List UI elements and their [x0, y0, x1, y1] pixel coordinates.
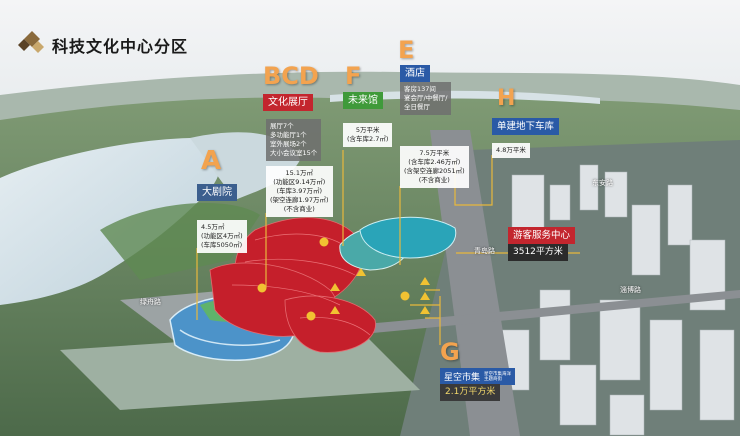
zone-g-sub: 星空市集海洋 主题商街 — [484, 372, 511, 382]
road-label: 东安路 — [592, 179, 613, 187]
zone-h-name-tag: 单建地下车库 — [492, 118, 560, 135]
zone-g-sub-line: 主题商街 — [484, 376, 503, 382]
zone-bcd-facility: 展厅7个 — [270, 122, 294, 130]
zone-e-facility: 客房137间 — [404, 85, 436, 93]
road-label: 绿舟路 — [140, 298, 161, 306]
zone-a-letter: A — [201, 146, 222, 176]
zone-bcd-name-tag: 文化展厅 — [263, 94, 313, 111]
zone-f-stat: (含车库2.7㎡) — [347, 135, 389, 143]
zone-bcd-stat: 15.1万㎡ — [285, 169, 314, 177]
zone-a-stat: (车库5050㎡) — [201, 241, 243, 249]
zone-g-letter: G — [440, 338, 460, 366]
zone-a-stat: (功能区4万㎡) — [201, 232, 243, 240]
zone-g-name: 星空市集 — [444, 373, 481, 383]
zone-a-stats: 4.5万㎡ (功能区4万㎡) (车库5050㎡) — [197, 220, 247, 253]
zone-bcd-stat: (不含商业) — [283, 205, 315, 213]
zone-bcd-facility: 多功能厅1个 — [270, 131, 307, 139]
visitor-center-name-tag: 游客服务中心 — [508, 227, 576, 244]
zone-e-stats: 7.5万平米 (含车库2.46万㎡) (含架空连廊2051㎡) (不含商业) — [400, 146, 469, 188]
logo-icon — [18, 31, 44, 53]
zone-h-letter: H — [497, 86, 516, 111]
zone-e-facility: 宴会厅/中餐厅/ — [404, 94, 448, 102]
zone-g-name-tag: 星空市集 星空市集海洋 主题商街 — [440, 368, 516, 385]
zone-e-stat: 7.5万平米 — [419, 149, 450, 157]
zone-e-name-tag: 酒店 — [400, 65, 430, 82]
zone-bcd-facility: 大小会议室15个 — [270, 149, 318, 157]
zone-bcd-facility: 室外展场2个 — [270, 140, 307, 148]
zone-bcd-stat: (架空连廊1.97万㎡) — [270, 196, 329, 204]
zone-e-stat: (含架空连廊2051㎡) — [404, 167, 465, 175]
zone-g-sub-line: 星空市集海洋 — [484, 371, 512, 377]
zone-f-stat: 5万平米 — [355, 126, 380, 134]
road-label: 淄博路 — [620, 286, 641, 294]
zone-e-facility: 全日餐厅 — [404, 103, 430, 111]
zone-f-stats: 5万平米 (含车库2.7㎡) — [343, 123, 393, 147]
zone-bcd-stat: (功能区9.14万㎡) — [273, 178, 326, 186]
zone-g-area: 2.1万平方米 — [440, 384, 501, 401]
zone-f-name-tag: 未来馆 — [343, 92, 383, 109]
zone-e-facilities: 客房137间 宴会厅/中餐厅/ 全日餐厅 — [400, 82, 452, 115]
zone-bcd-facilities: 展厅7个 多功能厅1个 室外展场2个 大小会议室15个 — [266, 119, 322, 161]
zone-a-stat: 4.5万㎡ — [201, 223, 225, 231]
zone-e-stat: (含车库2.46万㎡) — [408, 158, 461, 166]
visitor-center-area: 3512平方米 — [508, 244, 568, 261]
zone-h-stat: 4.8万平米 — [496, 146, 526, 154]
zone-e-stat: (不含商业) — [418, 176, 450, 184]
zone-bcd-stats: 15.1万㎡ (功能区9.14万㎡) (车库3.97万㎡) (架空连廊1.97万… — [266, 166, 333, 217]
page-title: 科技文化中心分区 — [52, 37, 189, 56]
zone-f-letter: F — [345, 62, 362, 90]
zone-bcd-letter: BCD — [263, 62, 319, 90]
zone-a-name-tag: 大剧院 — [197, 184, 237, 201]
zone-bcd-stat: (车库3.97万㎡) — [276, 187, 323, 195]
zone-e-letter: E — [398, 36, 415, 64]
zone-h-stats: 4.8万平米 — [492, 143, 530, 158]
road-label: 青岛路 — [474, 247, 495, 255]
